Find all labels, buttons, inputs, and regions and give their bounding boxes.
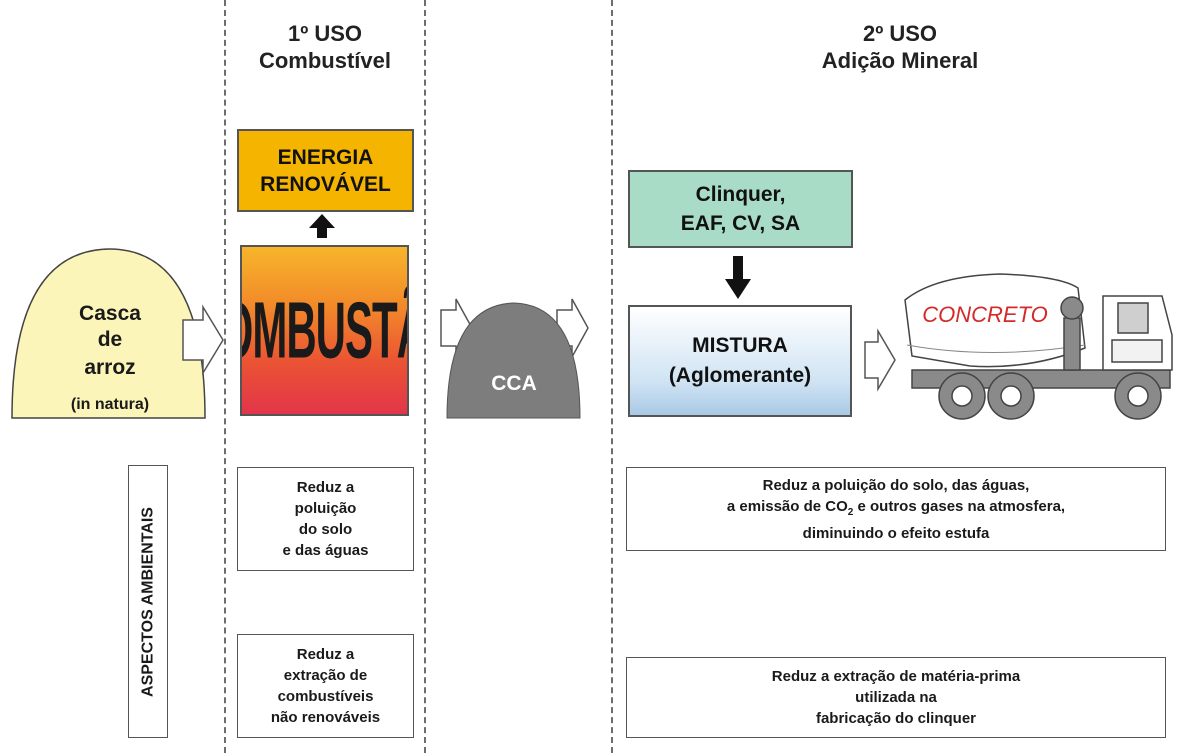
casca-label-4: (in natura) [71, 396, 149, 413]
cca-pile [446, 302, 581, 419]
second-use-note-raw-material: Reduz a extração de matéria-prima utiliz… [626, 657, 1166, 738]
truck-drum [904, 273, 1086, 368]
first-use-note-pollution: Reduz a poluição do solo e das águas [237, 467, 414, 571]
second-use-note-pollution: Reduz a poluição do solo, das águas, a e… [626, 467, 1166, 551]
truck-door-panel [1111, 339, 1163, 363]
divider-line-middle [424, 0, 426, 753]
note-line: Reduz a [296, 646, 355, 663]
truck-window [1117, 302, 1149, 334]
note-line: e das águas [282, 542, 369, 559]
note-line: Reduz a extração de matéria-prima [771, 668, 1021, 685]
aspectos-ambientais-label: ASPECTOS AMBIENTAIS [139, 506, 157, 697]
drum-stripe [906, 344, 1086, 353]
note-text: e outros gases na atmosfera, [853, 497, 1066, 515]
energia-renovavel-box: ENERGIA RENOVÁVEL [237, 129, 414, 212]
note-line: poluição [294, 500, 357, 517]
casca-label-3: arroz [84, 356, 135, 379]
divider-line-right [611, 0, 613, 753]
drum-support [1063, 317, 1081, 371]
second-use-title: 2º USO [862, 21, 938, 46]
combustao-box: COMBUSTÃO [240, 245, 409, 416]
first-use-note-fuel: Reduz a extração de combustíveis não ren… [237, 634, 414, 738]
arrow-clinquer-to-mistura [725, 256, 751, 299]
drum-cap [1060, 296, 1084, 320]
note-line: combustíveis [277, 688, 374, 705]
first-use-subtitle: Combustível [258, 48, 392, 73]
clinquer-line-2: EAF, CV, SA [680, 212, 801, 235]
energia-line-2: RENOVÁVEL [260, 172, 391, 196]
arrow-combustao-to-energia [309, 214, 335, 238]
mistura-line-1: MISTURA [692, 334, 788, 357]
clinquer-box: Clinquer, EAF, CV, SA [628, 170, 853, 248]
mistura-box: MISTURA (Aglomerante) [628, 305, 852, 417]
cca-label: CCA [491, 372, 537, 395]
divider-line-left [224, 0, 226, 753]
note-line: Reduz a poluição do solo, das águas, [762, 476, 1030, 494]
co2-subscript: 2 [847, 506, 854, 518]
casca-label-2: de [98, 328, 123, 351]
arrow-mistura-to-concreto [864, 328, 896, 392]
note-text: a emissão de CO [726, 497, 848, 515]
combustao-label: COMBUSTÃO [242, 284, 407, 375]
note-line: fabricação do clinquer [815, 710, 977, 727]
note-line: não renováveis [270, 709, 381, 726]
clinquer-line-1: Clinquer, [695, 183, 786, 206]
note-line: extração de [283, 667, 368, 684]
mistura-line-2: (Aglomerante) [668, 364, 812, 387]
concreto-label: CONCRETO [922, 302, 1048, 327]
second-use-header: 2º USO Adição Mineral [780, 20, 1020, 74]
arrow-casca-to-combustao [182, 304, 224, 376]
first-use-title: 1º USO [287, 21, 363, 46]
note-line: utilizada na [855, 689, 937, 706]
casca-label-1: Casca [79, 302, 141, 325]
energia-line-1: ENERGIA [277, 145, 374, 169]
first-use-header: 1º USO Combustível [225, 20, 425, 74]
second-use-subtitle: Adição Mineral [821, 48, 979, 73]
note-line-co2: a emissão de CO2 e outros gases na atmos… [727, 496, 1065, 523]
aspectos-ambientais-label-box: ASPECTOS AMBIENTAIS [128, 465, 168, 738]
note-line: Reduz a [296, 479, 355, 496]
note-line: do solo [298, 521, 353, 538]
concrete-truck [904, 273, 1173, 420]
note-line: diminuindo o efeito estufa [802, 524, 990, 542]
